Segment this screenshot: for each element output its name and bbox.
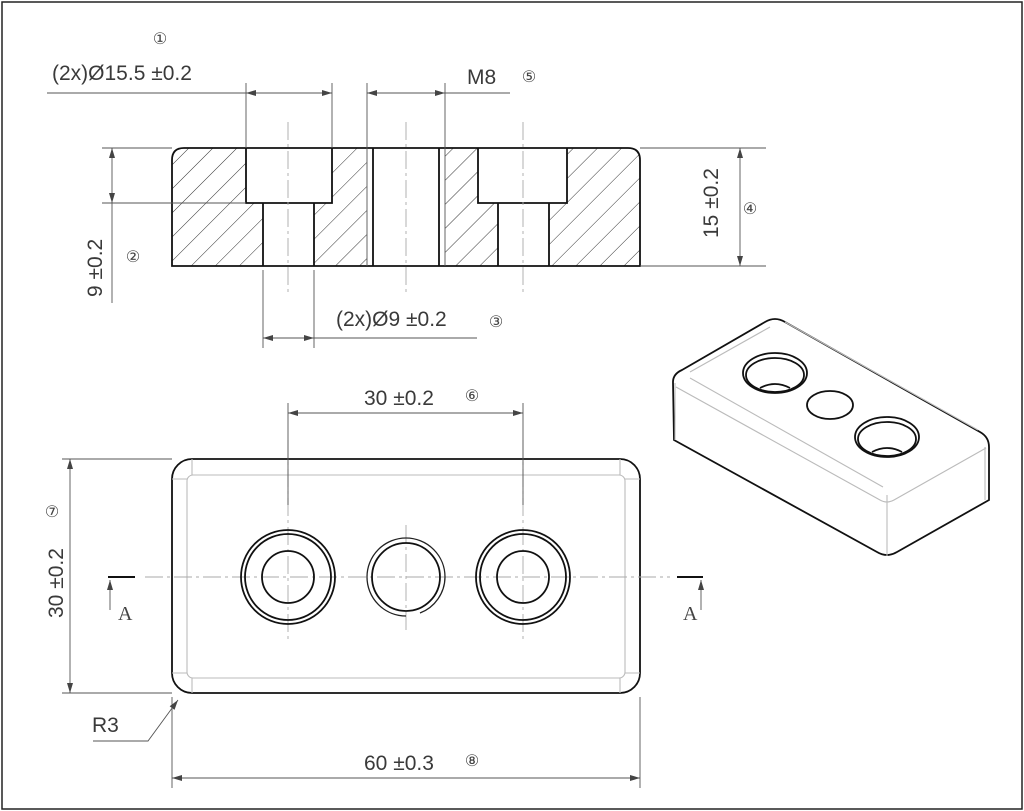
- right-counterbore: [477, 148, 568, 266]
- plan-outline: [171, 458, 641, 694]
- dimension-label-8: 60 ±0.3: [364, 752, 434, 775]
- iso-outline: [672, 318, 990, 556]
- radius-label: R3: [92, 714, 119, 737]
- dimension-label-4: 15 ±0.2: [700, 168, 723, 238]
- dimension-label-7: 30 ±0.2: [45, 548, 68, 618]
- dimension-label-3: (2x)Ø9 ±0.2: [336, 308, 447, 331]
- callout-number-3: ③: [489, 312, 503, 331]
- left-counterbore-hole: [240, 529, 336, 625]
- plan-view: 30 ±0.2 ⑥ 30 ±0.2 ⑦ 60 ±0.3 ⑧ R3 A A: [45, 386, 704, 788]
- callout-number-4: ④: [743, 199, 757, 218]
- callout-number-1: ①: [153, 29, 167, 48]
- right-counterbore-hole: [475, 529, 571, 625]
- callout-number-6: ⑥: [465, 386, 479, 405]
- radius-leader: [93, 699, 179, 742]
- isometric-view: [672, 318, 990, 556]
- m8-threaded-hole: [366, 537, 446, 617]
- dimension-label-1: (2x)Ø15.5 ±0.2: [52, 62, 192, 85]
- dimension-label-2: 9 ±0.2: [84, 239, 107, 297]
- section-mark-left: A: [118, 603, 133, 625]
- m8-thread-major: [366, 148, 446, 266]
- dimension-label-5: M8: [467, 66, 496, 89]
- callout-number-8: ⑧: [465, 751, 479, 770]
- left-counterbore: [245, 148, 333, 266]
- section-view: ① (2x)Ø15.5 ±0.2 M8 ⑤ 9 ±0.2 ② (2x)Ø9 ±0…: [47, 29, 766, 348]
- section-mark-right: A: [683, 603, 698, 625]
- iso-left-counterbore: [742, 352, 808, 394]
- iso-right-counterbore: [854, 416, 920, 458]
- iso-m8-hole: [806, 390, 854, 420]
- m8-thread-minor: [372, 148, 440, 266]
- plan-chamfer-edge: [186, 474, 626, 679]
- plan-centerlines: [145, 440, 670, 640]
- section-outline: [171, 147, 641, 267]
- callout-number-2: ②: [126, 247, 140, 266]
- callout-number-7: ⑦: [45, 502, 59, 521]
- dimension-label-6: 30 ±0.2: [364, 387, 434, 410]
- callout-number-5: ⑤: [522, 67, 536, 86]
